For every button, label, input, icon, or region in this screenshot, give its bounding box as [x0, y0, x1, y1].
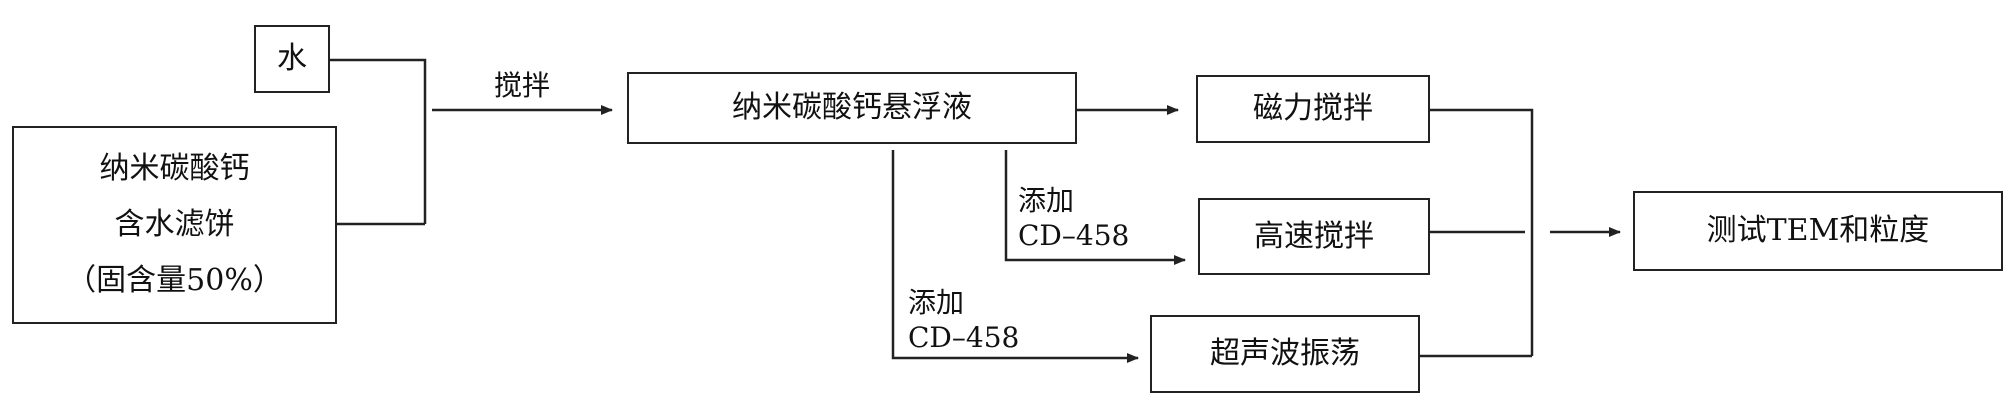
- ultrasonic-box: 超声波振荡: [1150, 315, 1420, 393]
- ultrasonic-branch-arrow: [891, 150, 1139, 363]
- ultrasonic-label: 超声波振荡: [1210, 336, 1360, 371]
- magnetic-box: 磁力搅拌: [1196, 75, 1430, 143]
- highspeed-branch-arrow: [1004, 150, 1186, 265]
- filter-cake-line2: 含水滤饼: [114, 207, 235, 242]
- add-label-ultrasonic-line1: 添加: [908, 286, 965, 319]
- add-label-ultrasonic-line2: CD–458: [908, 321, 1020, 354]
- stir-label: 搅拌: [494, 69, 551, 102]
- highspeed-label: 高速搅拌: [1254, 218, 1374, 254]
- highspeed-box: 高速搅拌: [1198, 198, 1430, 275]
- add-label-ultrasonic: 添加 CD–458: [908, 285, 1019, 355]
- filter-cake-box: 纳米碳酸钙 含水滤饼 （固含量50%）: [12, 126, 337, 324]
- filter-cake-line1: 纳米碳酸钙: [99, 151, 250, 186]
- add-label-highspeed-line1: 添加: [1018, 184, 1075, 217]
- filter-cake-line3: （固含量50%）: [66, 263, 283, 298]
- test-box: 测试TEM和粒度: [1633, 191, 2003, 271]
- add-label-highspeed: 添加 CD–458: [1018, 183, 1129, 253]
- water-connector: [330, 58, 427, 224]
- magnetic-merge-line: [1430, 108, 1534, 356]
- water-box: 水: [254, 25, 330, 93]
- suspension-box: 纳米碳酸钙悬浮液: [627, 72, 1077, 144]
- magnetic-label: 磁力搅拌: [1253, 91, 1373, 126]
- water-label: 水: [277, 41, 307, 76]
- suspension-label: 纳米碳酸钙悬浮液: [732, 90, 972, 125]
- test-label: 测试TEM和粒度: [1706, 213, 1930, 248]
- add-label-highspeed-line2: CD–458: [1018, 219, 1130, 252]
